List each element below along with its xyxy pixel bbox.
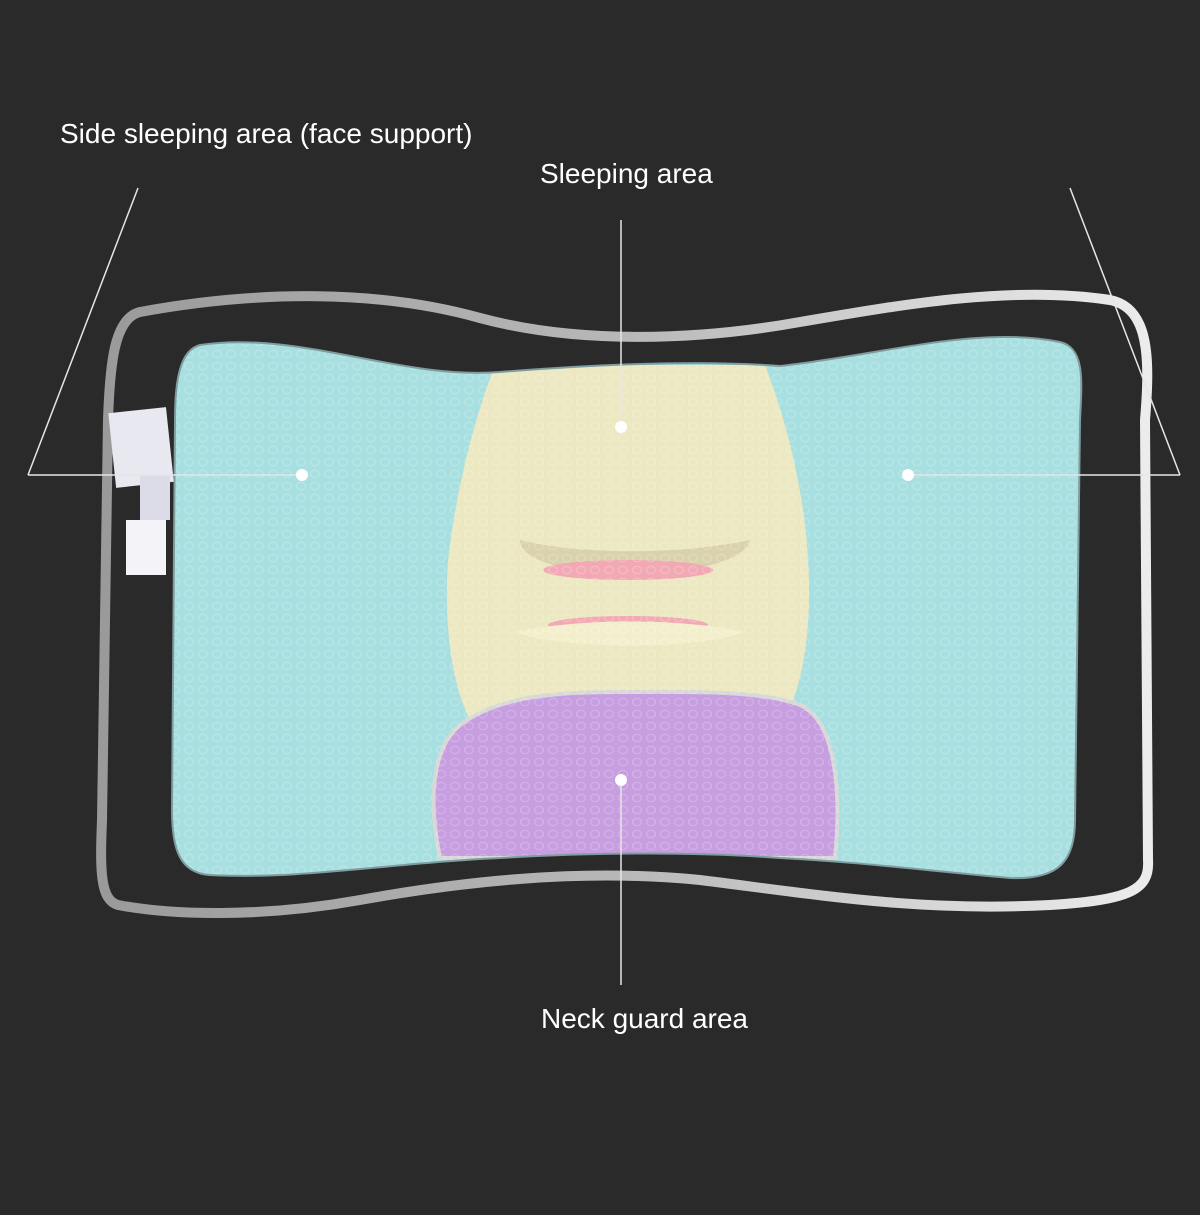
callout-line-side-left-diagonal [27, 187, 139, 476]
callout-line-side-right-diagonal [1069, 187, 1181, 476]
knit-texture [172, 336, 1082, 879]
neck-guard-area-label: Neck guard area [541, 1003, 749, 1034]
care-label-tag [108, 407, 174, 575]
callout-dot-side-left [296, 469, 308, 481]
side-sleeping-area-label: Side sleeping area (face support) [60, 118, 473, 149]
sleeping-area-label: Sleeping area [540, 158, 713, 189]
pillow-outline-frame [96, 289, 1154, 918]
callout-dot-neck [615, 774, 627, 786]
callout-dot-sleeping [615, 421, 627, 433]
callout-dot-side-right [902, 469, 914, 481]
pillow-edge [170, 335, 1083, 880]
